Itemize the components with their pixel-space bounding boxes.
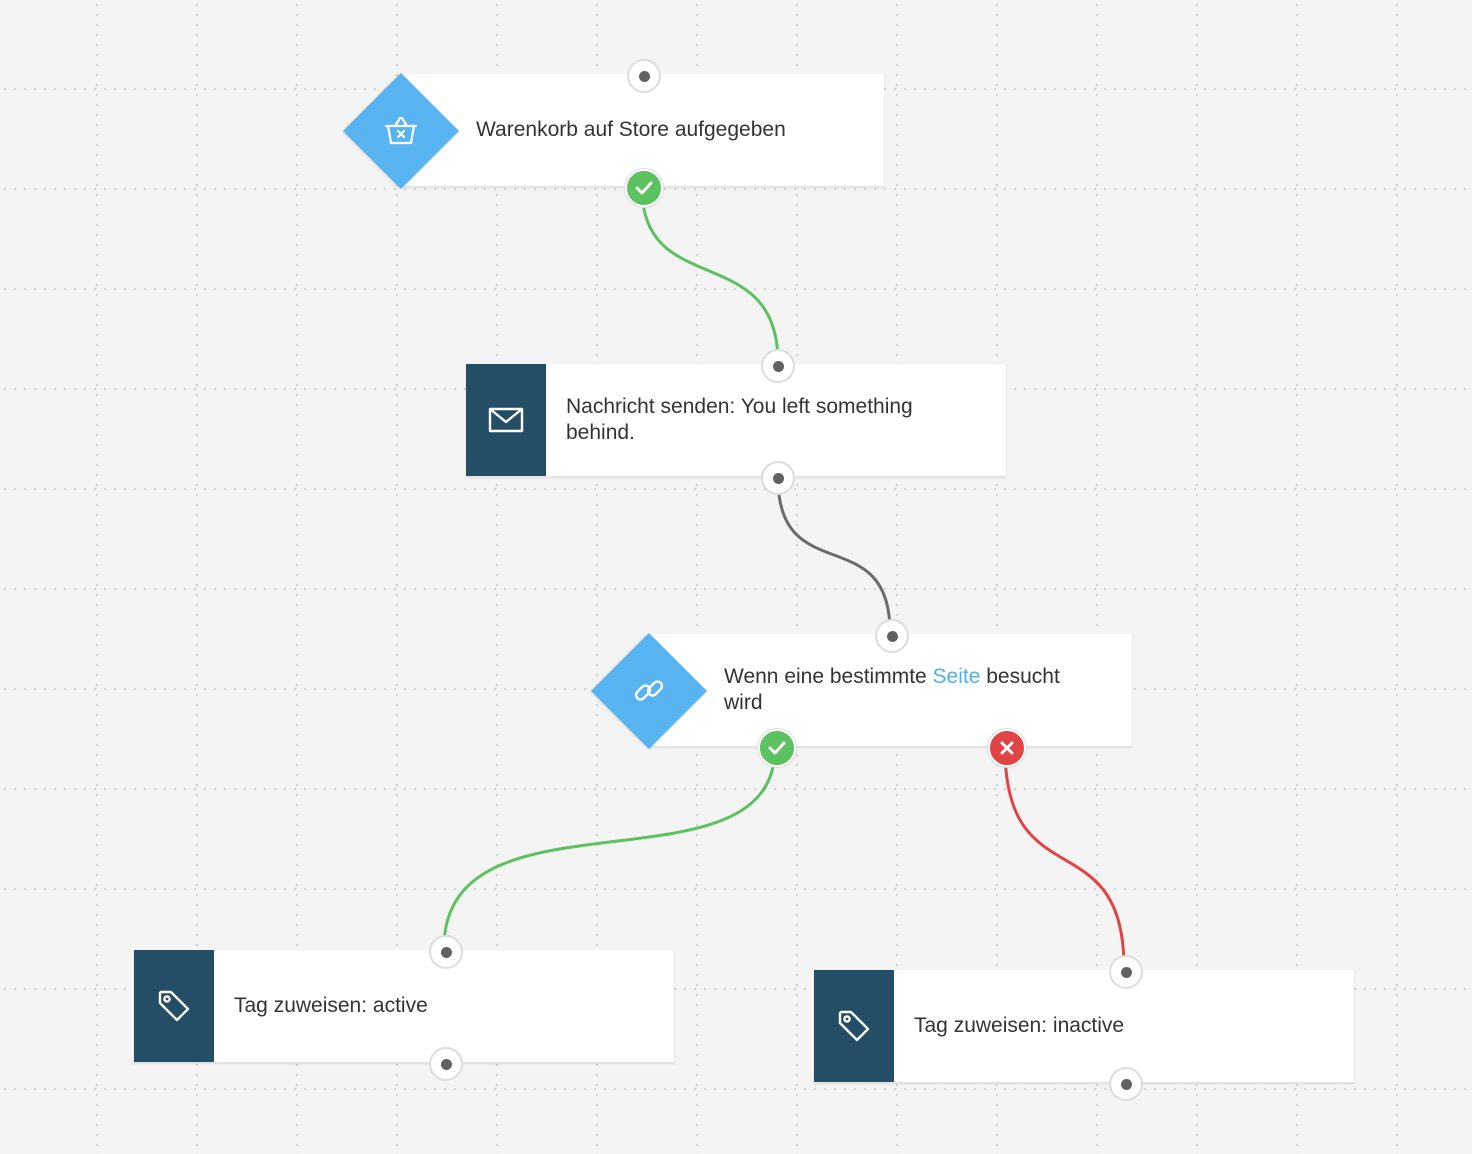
checkmark-icon: [768, 741, 786, 755]
tag-icon: [158, 990, 190, 1022]
tag-inactive-output-port[interactable]: [1109, 1067, 1143, 1101]
tag-inactive-node[interactable]: Tag zuweisen: inactive: [814, 970, 1354, 1083]
condition-yes-port[interactable]: [758, 729, 796, 767]
tag-active-output-port[interactable]: [429, 1047, 463, 1081]
send-message-node[interactable]: Nachricht senden: You left something beh…: [466, 364, 1006, 477]
tag-icon: [838, 1010, 870, 1042]
connector-trigger-to-message[interactable]: [640, 187, 780, 363]
tag-active-icon-box: [134, 950, 214, 1062]
envelope-icon: [488, 407, 524, 433]
trigger-node-label: Warenkorb auf Store aufgegeben: [476, 118, 786, 141]
close-icon: [1000, 741, 1014, 755]
checkmark-icon: [635, 181, 653, 195]
connector-condition-no-to-tag-inactive[interactable]: [1003, 747, 1126, 969]
condition-input-port[interactable]: [875, 619, 909, 653]
basket-remove-icon: [381, 111, 421, 151]
trigger-input-port[interactable]: [627, 59, 661, 93]
link-icon: [629, 671, 669, 711]
connector-message-to-condition[interactable]: [776, 477, 892, 633]
send-message-output-port[interactable]: [761, 461, 795, 495]
trigger-yes-port[interactable]: [625, 169, 663, 207]
condition-node-label: Wenn eine bestimmte Seite besucht wird: [724, 664, 1104, 716]
tag-inactive-node-label: Tag zuweisen: inactive: [914, 1014, 1125, 1037]
tag-active-input-port[interactable]: [429, 935, 463, 969]
send-message-icon-box: [466, 364, 546, 476]
connector-condition-yes-to-tag-active[interactable]: [442, 747, 777, 949]
tag-active-node-label: Tag zuweisen: active: [234, 994, 428, 1017]
condition-label-after: besucht wird: [724, 665, 1060, 714]
tag-inactive-icon-box: [814, 970, 894, 1082]
condition-no-port[interactable]: [988, 729, 1026, 767]
condition-label-before: Wenn eine bestimmte: [724, 665, 933, 688]
condition-page-link[interactable]: Seite: [932, 665, 981, 688]
tag-active-node[interactable]: Tag zuweisen: active: [134, 950, 674, 1063]
tag-inactive-input-port[interactable]: [1109, 955, 1143, 989]
send-message-node-label: Nachricht senden: You left something beh…: [566, 395, 913, 444]
send-message-input-port[interactable]: [761, 349, 795, 383]
